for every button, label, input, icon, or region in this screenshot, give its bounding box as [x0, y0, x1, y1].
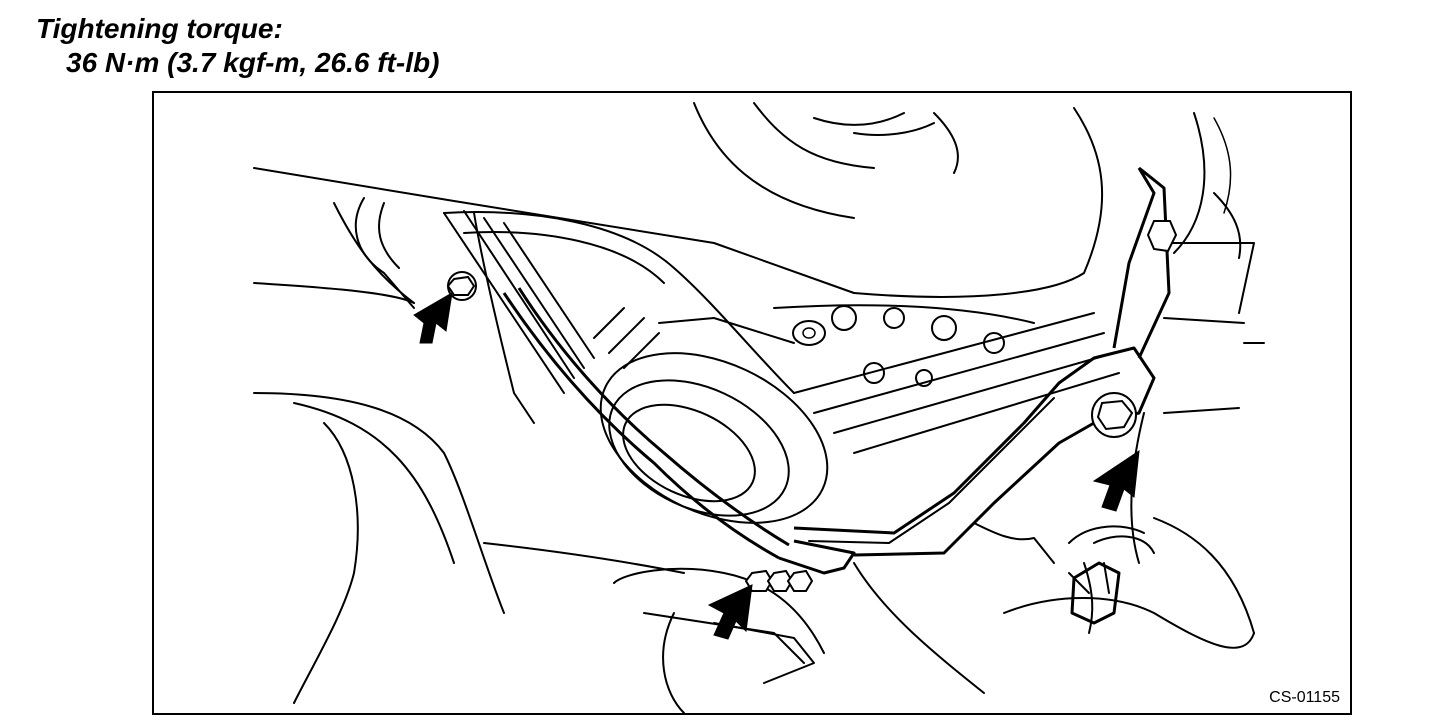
torque-spec-label: Tightening torque:: [36, 13, 283, 44]
upper-right-bolt: [1146, 220, 1178, 253]
right-bracket-arm: [1112, 166, 1255, 414]
left-housing: [253, 197, 535, 704]
upper-left-bolt: [446, 271, 477, 301]
arrow-bottom: [707, 584, 753, 640]
torque-spec-heading: Tightening torque: 36 N·m (3.7 kgf-m, 26…: [36, 12, 439, 80]
upper-housing: [693, 102, 1232, 298]
crank-pulley: [593, 307, 829, 524]
stay-bracket: [502, 287, 1156, 575]
lower-bolts: [744, 569, 814, 592]
torque-spec-value: 36 N·m (3.7 kgf-m, 26.6 ft-lb): [66, 47, 440, 78]
figure-code: CS-01155: [1269, 689, 1340, 706]
right-bolt: [1091, 392, 1137, 438]
arrow-upper-left: [413, 292, 453, 344]
timing-cover: [773, 304, 1035, 387]
engine-bracket-illustration: CS-01155: [152, 91, 1352, 715]
frame-edge: [253, 167, 855, 294]
drive-belt: [443, 210, 1120, 454]
arrow-right: [1092, 449, 1140, 512]
lower-components: [483, 317, 1265, 713]
line-drawing: [253, 102, 1265, 713]
